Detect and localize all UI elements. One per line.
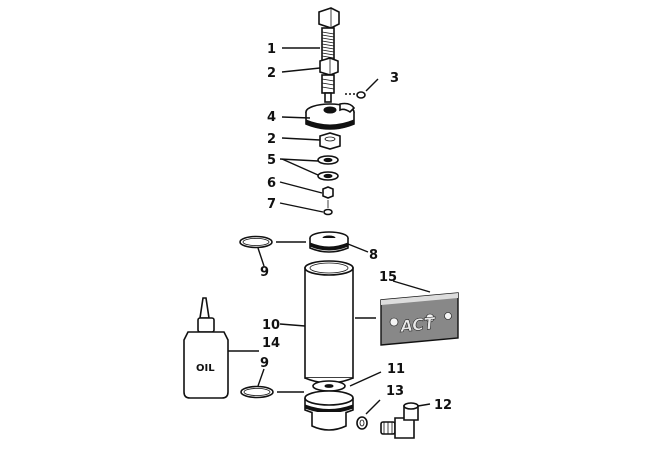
leader-lines — [257, 47, 431, 387]
sealing-washer-part — [356, 399, 381, 430]
callout-12: 12 — [434, 398, 452, 413]
cap-part — [305, 102, 356, 130]
large-o-ring-upper-part — [239, 235, 306, 249]
callout-2-lower: 2 — [267, 132, 276, 147]
bottom-cap-part — [304, 371, 382, 431]
callout-4: 4 — [267, 110, 276, 125]
callout-5: 5 — [267, 153, 276, 168]
jam-nut-upper-part — [319, 57, 339, 103]
callout-labels: 1 2 3 4 2 5 6 7 8 9 15 10 14 9 11 13 12 — [260, 42, 452, 413]
elbow-fitting-part — [380, 402, 431, 439]
large-o-ring-lower-part — [240, 385, 304, 399]
oil-bottle-part: OIL — [183, 297, 259, 399]
nut-lower-part — [319, 132, 341, 150]
callout-6: 6 — [267, 176, 276, 191]
shock-body-tube-part — [304, 260, 376, 384]
callout-14: 14 — [262, 336, 280, 351]
callout-7: 7 — [267, 197, 276, 212]
decal-text: ACT — [397, 313, 436, 336]
callout-10: 10 — [262, 318, 280, 333]
callout-9-lower: 9 — [260, 356, 269, 371]
piston-part — [309, 231, 349, 253]
callout-11: 11 — [387, 362, 405, 377]
callout-9-upper: 9 — [260, 265, 269, 280]
decal-part: ACT — [380, 292, 459, 346]
callout-3: 3 — [390, 71, 399, 86]
bottle-label: OIL — [196, 363, 215, 374]
small-o-ring-part — [323, 200, 333, 216]
small-nut-part — [322, 186, 334, 199]
callout-2-upper: 2 — [267, 66, 276, 81]
callout-13: 13 — [386, 384, 404, 399]
callout-1: 1 — [267, 42, 276, 57]
small-pin-part — [345, 91, 366, 99]
washers-part — [317, 155, 339, 181]
bolt-part — [318, 7, 340, 63]
callout-15: 15 — [379, 270, 397, 285]
callout-8: 8 — [369, 248, 378, 263]
